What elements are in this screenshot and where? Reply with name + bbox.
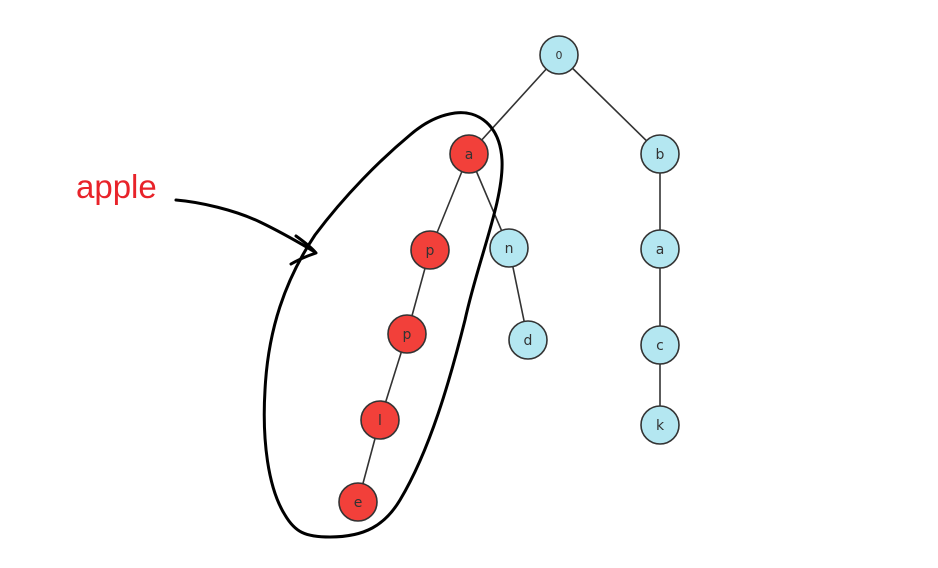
annotation-arrow xyxy=(174,198,317,254)
node-n: n xyxy=(489,228,529,268)
annotation-label: apple xyxy=(76,168,157,205)
edges-layer xyxy=(357,54,661,503)
node-root: 0 xyxy=(539,35,579,75)
node-circle xyxy=(640,134,680,174)
node-p1: p xyxy=(410,230,450,270)
node-e: e xyxy=(338,482,378,522)
node-c: c xyxy=(640,325,680,365)
node-label: c xyxy=(656,338,664,354)
highlight-loop xyxy=(262,111,504,539)
node-circle xyxy=(489,228,529,268)
node-label: n xyxy=(505,241,514,257)
edge-root-a1 xyxy=(468,54,560,155)
node-label: 0 xyxy=(556,49,563,62)
node-label: p xyxy=(403,327,412,343)
node-label: p xyxy=(426,243,435,259)
node-circle xyxy=(410,230,450,270)
node-circle xyxy=(360,400,400,440)
node-circle xyxy=(539,35,579,75)
node-circle xyxy=(338,482,378,522)
node-circle xyxy=(640,229,680,269)
node-label: b xyxy=(656,147,665,163)
node-label: a xyxy=(656,242,665,258)
node-label: l xyxy=(378,413,382,429)
node-a1: a xyxy=(449,134,489,174)
node-d: d xyxy=(508,320,548,360)
node-circle xyxy=(640,325,680,365)
node-circle xyxy=(449,134,489,174)
node-circle xyxy=(387,314,427,354)
node-label: e xyxy=(354,495,363,511)
node-a2: a xyxy=(640,229,680,269)
node-p2: p xyxy=(387,314,427,354)
node-label: d xyxy=(524,333,533,349)
annotation-arrow-head xyxy=(289,234,318,266)
node-k: k xyxy=(640,405,680,445)
node-circle xyxy=(508,320,548,360)
nodes-layer: 0 a p p l e n d b a c k xyxy=(338,35,680,522)
node-b: b xyxy=(640,134,680,174)
node-l: l xyxy=(360,400,400,440)
edge-root-b xyxy=(558,54,661,155)
node-label: k xyxy=(656,418,665,434)
node-label: a xyxy=(465,147,474,163)
node-circle xyxy=(640,405,680,445)
